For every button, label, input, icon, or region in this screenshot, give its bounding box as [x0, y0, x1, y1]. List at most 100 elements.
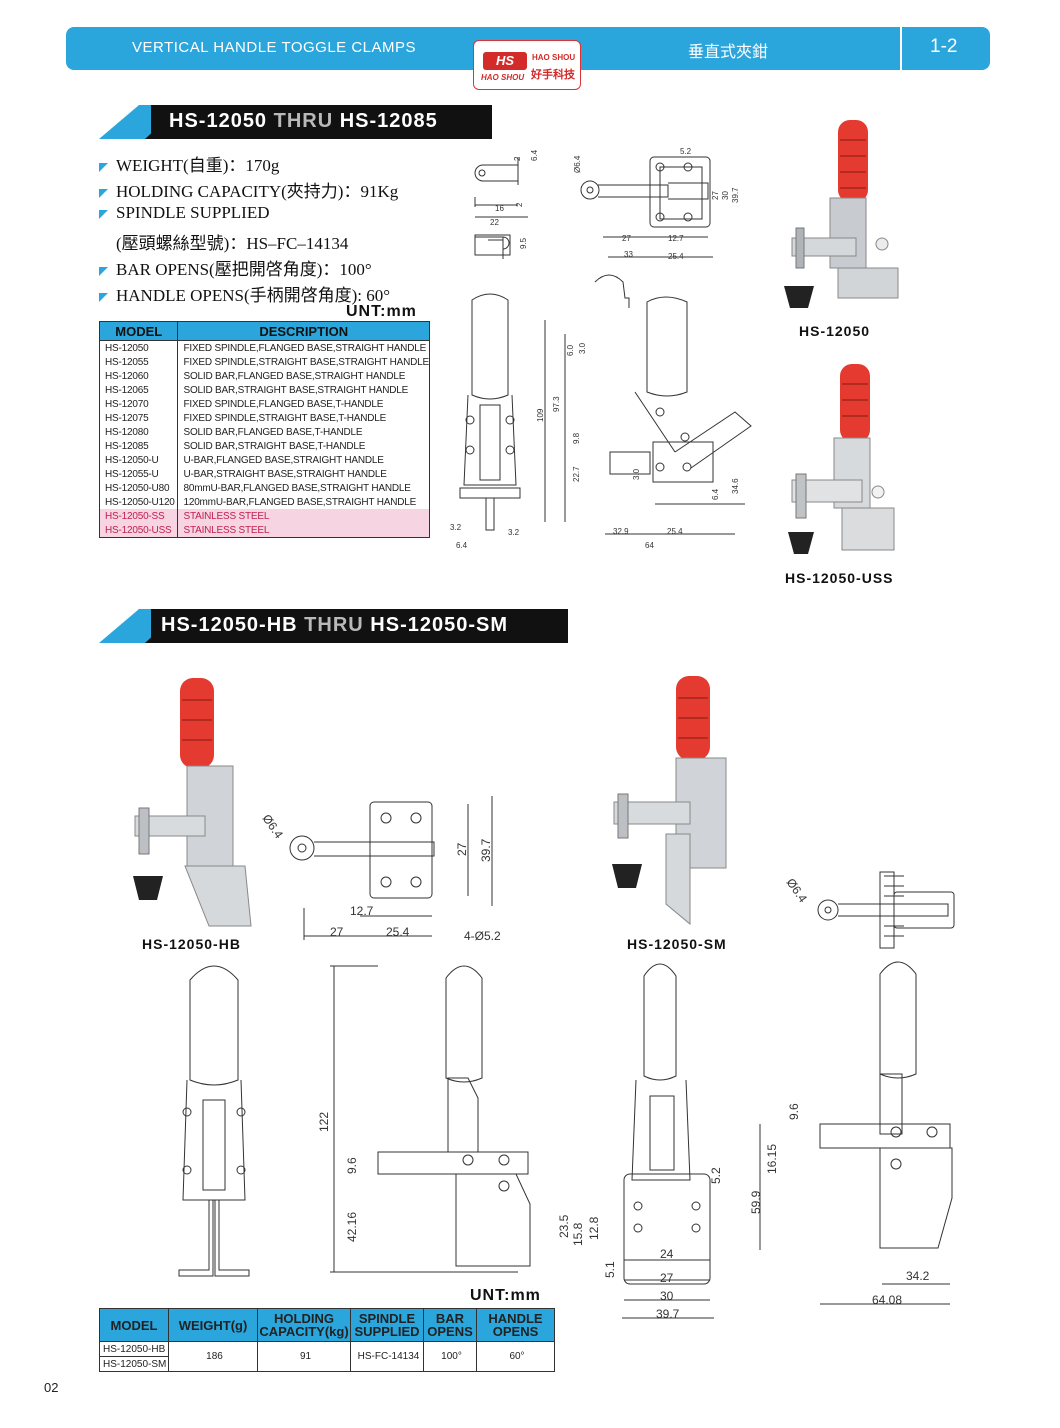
- dim-33: 33: [624, 250, 633, 259]
- spec-spindle: SPINDLE SUPPLIED: [99, 203, 270, 223]
- table2-model-sm: HS-12050-SM: [99, 1356, 169, 1372]
- description-cell: U-BAR,FLANGED BASE,STRAIGHT HANDLE: [177, 453, 430, 467]
- caption-hs-12050-sm: HS-12050-SM: [627, 936, 727, 952]
- banner-model-start: HS-12050: [169, 110, 268, 132]
- description-cell: FIXED SPINDLE,STRAIGHT BASE,STRAIGHT HAN…: [177, 355, 430, 369]
- header-divider: [900, 27, 902, 70]
- dim-2b: 2: [515, 202, 524, 207]
- dim-22: 22: [490, 218, 499, 227]
- dim-hb-42-16: 42.16: [345, 1212, 359, 1242]
- sm-front-view-drawing: 5.2 23.5 15.8 12.8 5.1 24 27 30 39.7: [557, 963, 723, 1321]
- table2-header-capacity: HOLDING CAPACITY(kg): [257, 1308, 351, 1342]
- logo-brand-zh: 好手科技: [531, 69, 575, 81]
- dim-109: 109: [536, 408, 545, 422]
- table-header-model: MODEL: [98, 321, 179, 341]
- dim-sm-5-1: 5.1: [603, 1261, 617, 1278]
- hb-top-view-drawing: Ø6.4 27 39.7 12.7 27 25.4 4-Ø5.2: [260, 796, 501, 943]
- model-cell: HS-12050-U: [98, 453, 179, 467]
- spec-holding-capacity: HOLDING CAPACITY(夾持力)：91Kg: [99, 177, 398, 202]
- dim-sm-dia-6-4: Ø6.4: [784, 876, 811, 906]
- dim-sm-27: 27: [660, 1271, 674, 1285]
- dim-sm-24: 24: [660, 1247, 674, 1261]
- description-cell: FIXED SPINDLE,STRAIGHT BASE,T-HANDLE: [177, 411, 430, 425]
- spec-bar-opens: BAR OPENS(壓把開啓角度)：100°: [99, 255, 372, 280]
- dim-39-7: 39.7: [731, 187, 740, 203]
- table2-header-model: MODEL: [99, 1308, 169, 1342]
- dim-6-4-front: 6.4: [456, 541, 468, 550]
- table2-model-hb: HS-12050-HB: [99, 1341, 169, 1357]
- product-photo-hs-12050-sm: [612, 676, 727, 926]
- caption-hs-12050-uss: HS-12050-USS: [785, 570, 894, 586]
- dim-25-4: 25.4: [668, 252, 684, 261]
- dim-hb-122: 122: [317, 1112, 331, 1132]
- model-cell: HS-12070: [98, 397, 179, 411]
- dim-64: 64: [645, 541, 654, 550]
- dim-3-2a: 3.2: [450, 523, 462, 532]
- dim-sm-9-6: 9.6: [787, 1103, 801, 1120]
- table2-header-bar-opens: BAR OPENS: [423, 1308, 477, 1342]
- description-cell: SOLID BAR,STRAIGHT BASE,T-HANDLE: [177, 439, 430, 453]
- dim-sm-12-8: 12.8: [587, 1216, 601, 1240]
- dim-34-6: 34.6: [731, 478, 740, 494]
- dim-hb-27: 27: [455, 842, 469, 856]
- dim-sm-59-9: 59.9: [749, 1190, 763, 1214]
- header-page-ref: 1-2: [930, 36, 958, 57]
- dim-9-5: 9.5: [519, 237, 528, 249]
- model-cell: HS-12050-U120: [98, 495, 179, 509]
- dim-hb-25-4: 25.4: [386, 925, 410, 939]
- dim-97-3: 97.3: [552, 396, 561, 412]
- clamp-front-view-drawing: 3.2 3.2 6.4: [450, 293, 521, 550]
- hb-front-view-drawing: [178, 965, 250, 1277]
- banner-thru: THRU: [273, 110, 334, 132]
- dim-25-4-side: 25.4: [667, 527, 683, 536]
- dim-hb-holes: 4-Ø5.2: [464, 929, 501, 943]
- clamp-top-view-drawing: Ø6.4 5.2 27 30 39.7 27 12.7 33 25.4: [573, 147, 740, 261]
- description-cell: 80mmU-BAR,FLANGED BASE,STRAIGHT HANDLE: [177, 481, 430, 495]
- dim-6-4: 6.4: [530, 149, 539, 161]
- dim-hb-39-7: 39.7: [479, 838, 493, 862]
- header-title: VERTICAL HANDLE TOGGLE CLAMPS: [132, 39, 417, 56]
- model-cell: HS-12060: [98, 369, 179, 383]
- dim-5-2: 5.2: [680, 147, 692, 156]
- table2-bar-opens: 100°: [423, 1341, 477, 1372]
- section1-banner: HS-12050 THRU HS-12085: [99, 105, 492, 139]
- dim-2a: 2: [513, 156, 522, 161]
- model-cell: HS-12050-SS: [98, 509, 179, 523]
- table2-header-handle-opens: HANDLE OPENS: [476, 1308, 555, 1342]
- description-cell: SOLID BAR,FLANGED BASE,T-HANDLE: [177, 425, 430, 439]
- description-cell: FIXED SPINDLE,FLANGED BASE,T-HANDLE: [177, 397, 430, 411]
- unit-label-2: UNT:mm: [470, 1287, 541, 1304]
- table2-header-spindle: SPINDLE SUPPLIED: [350, 1308, 424, 1342]
- logo-brand-en: HAO SHOU: [532, 53, 576, 62]
- logo-mark: HS: [483, 52, 527, 70]
- description-cell: STAINLESS STEEL: [177, 523, 430, 538]
- dim-16: 16: [495, 204, 504, 213]
- banner2-thru: THRU: [304, 614, 364, 636]
- table2-spindle: HS-FC-14134: [350, 1341, 424, 1372]
- dim-sm-15-8: 15.8: [571, 1222, 585, 1246]
- table2-header-weight: WEIGHT(g): [168, 1308, 258, 1342]
- product-photo-hs-12050-hb: [133, 678, 252, 927]
- banner2-model-end: HS-12050-SM: [370, 614, 508, 636]
- dim-hb-9-6: 9.6: [345, 1157, 359, 1174]
- dim-3-2b: 3.2: [508, 528, 520, 537]
- clamp-tip-detail-drawing: 2 6.4 2 16 22 9.5: [474, 149, 539, 259]
- caption-hs-12050-hb: HS-12050-HB: [142, 936, 241, 952]
- section2-banner: HS-12050-HB THRU HS-12050-SM: [99, 609, 568, 643]
- description-cell: SOLID BAR,STRAIGHT BASE,STRAIGHT HANDLE: [177, 383, 430, 397]
- dim-22-7: 22.7: [572, 466, 581, 482]
- product-photo-hs-12050: [784, 120, 899, 308]
- dim-hb-12-7: 12.7: [350, 904, 374, 918]
- model-cell: HS-12055-U: [98, 467, 179, 481]
- spec-weight: WEIGHT(自重)：170g: [99, 151, 279, 176]
- dim-sm-34-2: 34.2: [906, 1269, 930, 1283]
- dim-12-7: 12.7: [668, 234, 684, 243]
- sm-top-view-drawing: Ø6.4: [784, 871, 955, 949]
- dim-30: 30: [721, 191, 730, 200]
